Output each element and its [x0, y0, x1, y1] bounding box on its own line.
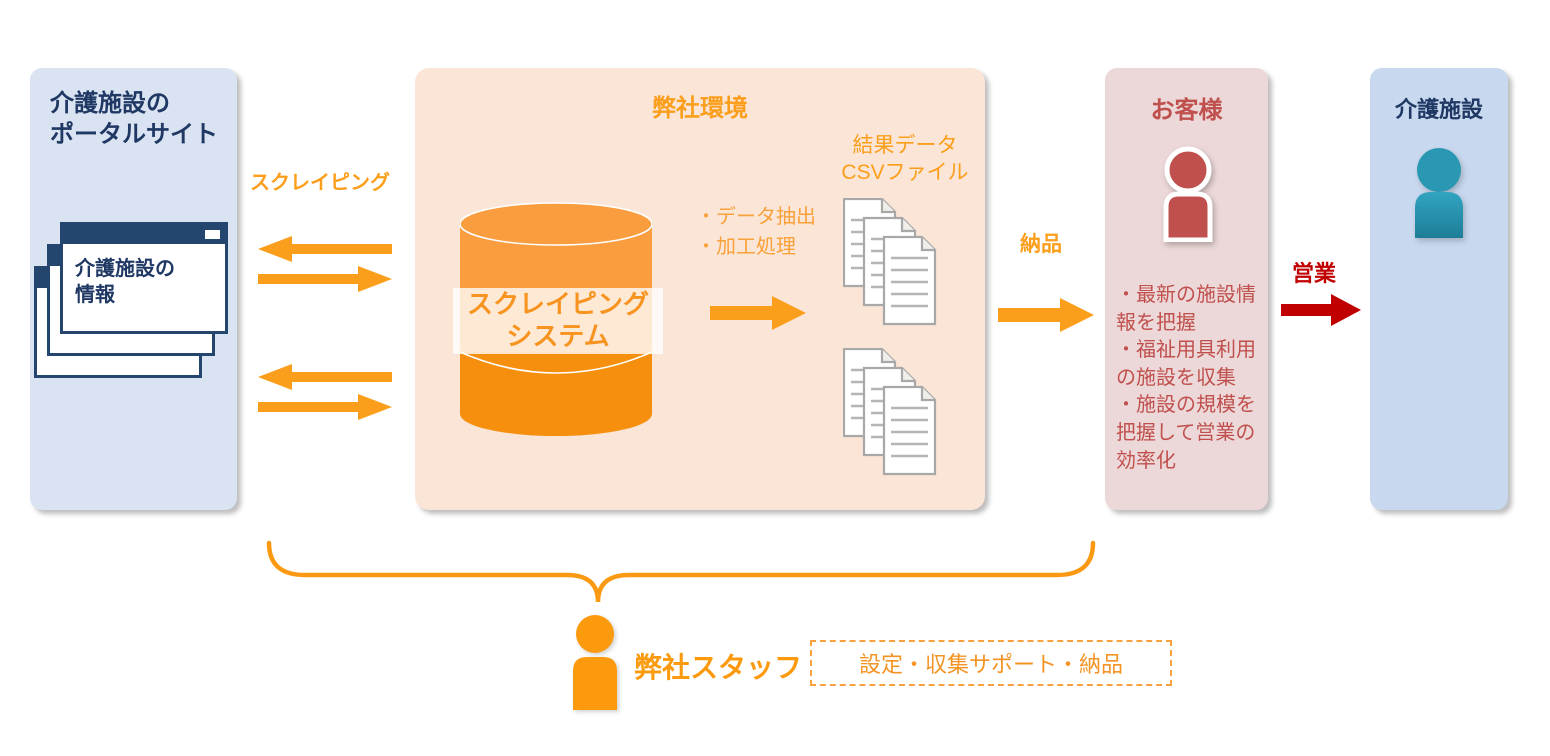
document-stack-icon	[843, 348, 937, 476]
browser-window-icon: 介護施設の 情報	[60, 222, 228, 334]
output-arrow-icon	[710, 296, 806, 330]
result-data-label: 結果データ CSVファイル	[841, 134, 969, 185]
customer-person-icon	[1163, 146, 1213, 242]
facility-person-icon	[1415, 148, 1463, 238]
scraping-arrows-icon	[258, 364, 392, 420]
staff-person-icon	[573, 615, 617, 710]
document-stack-icon	[843, 198, 937, 326]
curly-brace-icon	[266, 540, 1096, 603]
staff-label: 弊社スタッフ	[634, 652, 803, 683]
sales-label: 営業	[1292, 261, 1337, 286]
scraping-label: スクレイピング	[250, 172, 390, 194]
scraping-arrows-icon	[258, 236, 392, 292]
support-note-text: 設定・収集サポート・納品	[858, 652, 1123, 677]
process-note: ・データ抽出 ・加工処理	[696, 206, 816, 258]
customer-title: お客様	[1150, 97, 1223, 124]
delivery-label: 納品	[1020, 233, 1062, 256]
window-titlebar	[63, 225, 225, 244]
support-note-box: 設定・収集サポート・納品	[810, 640, 1172, 686]
scraping-system-label: スクレイピング システム	[453, 288, 663, 354]
window-label: 介護施設の 情報	[75, 258, 175, 306]
customer-notes: ・最新の施設情報を把握 ・福祉用具利用の施設を収集 ・施設の規模を把握して営業の…	[1116, 284, 1256, 472]
delivery-arrow-icon	[998, 298, 1094, 332]
portal-site-title: 介護施設の ポータルサイト	[50, 90, 218, 149]
facility-panel	[1370, 68, 1508, 510]
sales-arrow-icon	[1281, 294, 1361, 326]
customer-panel	[1105, 68, 1268, 510]
company-env-title: 弊社環境	[652, 95, 748, 122]
facility-title: 介護施設	[1394, 97, 1483, 122]
window-control-icon	[205, 230, 220, 239]
